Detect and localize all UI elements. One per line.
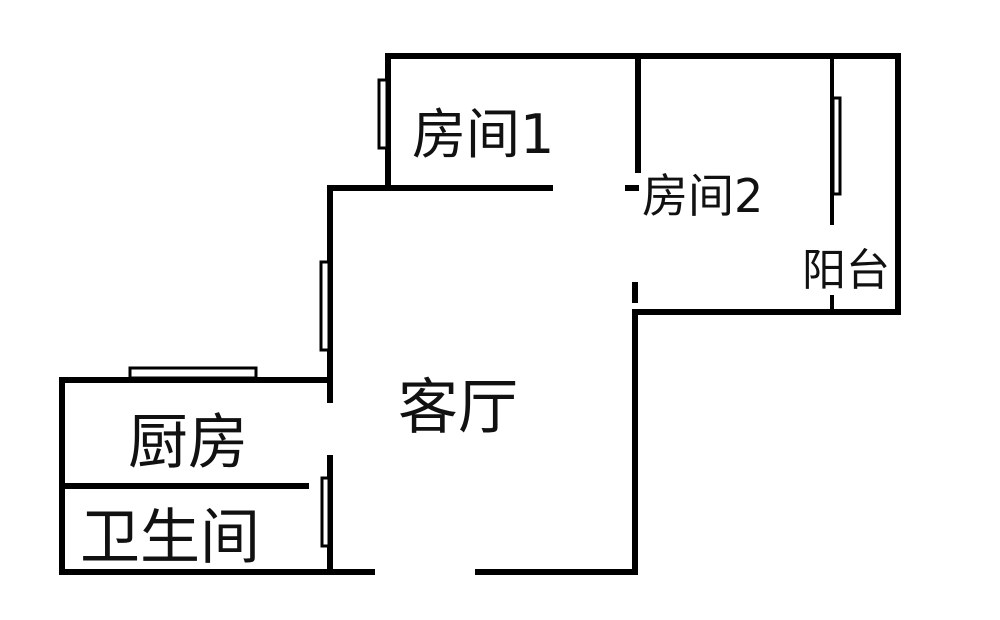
window-kitchen bbox=[128, 366, 258, 380]
label-room2: 房间2 bbox=[642, 169, 763, 223]
window-living bbox=[319, 260, 331, 352]
window-bathroom bbox=[320, 476, 331, 548]
windows bbox=[128, 78, 842, 548]
label-balcony: 阳台 bbox=[802, 245, 890, 296]
label-living: 客厅 bbox=[398, 373, 518, 443]
label-room1: 房间1 bbox=[412, 103, 554, 166]
window-room1 bbox=[377, 78, 389, 150]
label-kitchen: 厨房 bbox=[128, 408, 248, 478]
window-balcony bbox=[831, 96, 842, 196]
label-bathroom: 卫生间 bbox=[80, 503, 260, 573]
